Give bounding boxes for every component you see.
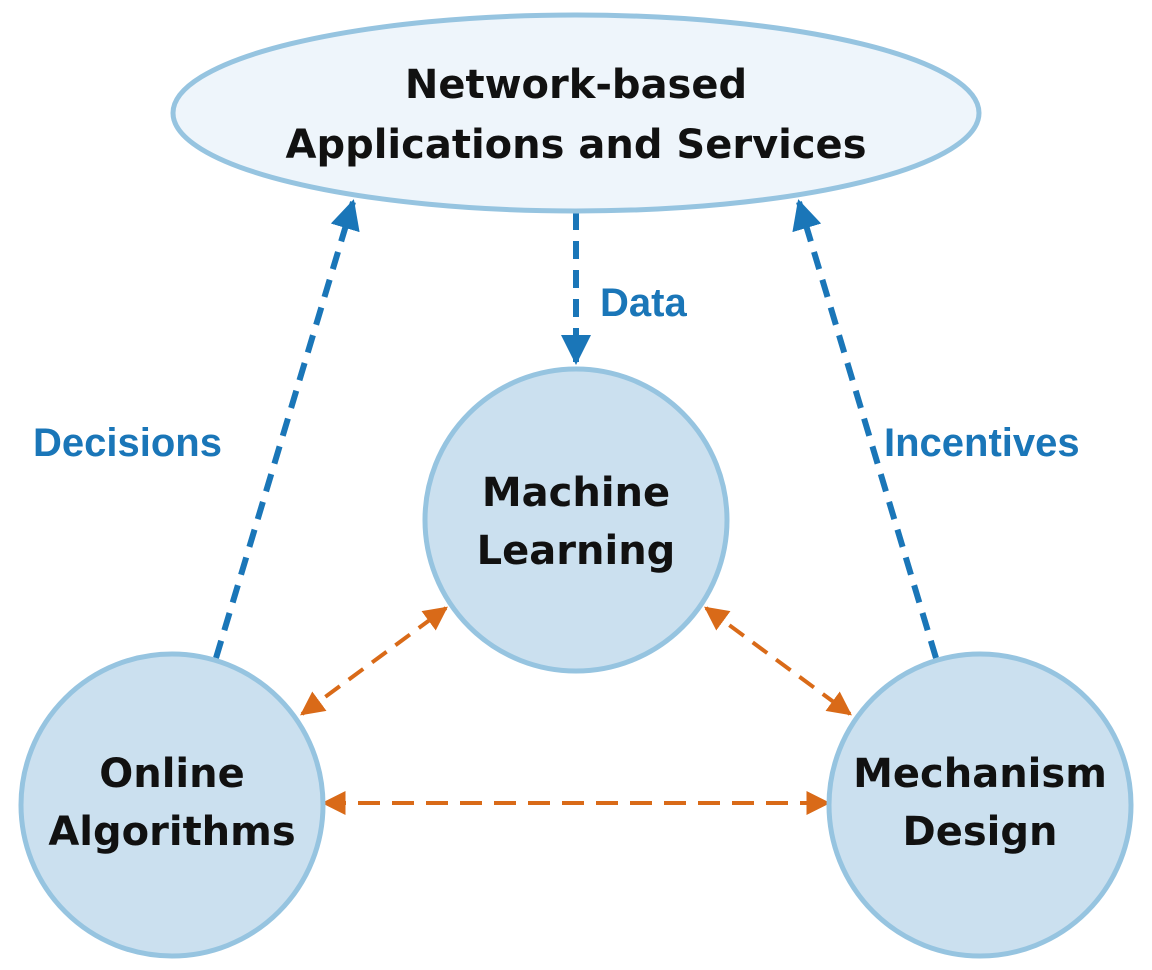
node-online-algorithms-line2: Algorithms <box>48 809 295 855</box>
arrow-decisions <box>213 199 360 659</box>
node-network-applications-shape <box>170 12 982 214</box>
arrow-oa-ml <box>300 606 448 716</box>
node-machine-learning-shape <box>422 366 730 674</box>
edge-label-incentives: Incentives <box>884 421 1080 465</box>
edge-label-data: Data <box>600 281 687 325</box>
arrow-ml-md <box>704 606 852 716</box>
node-machine-learning-line1: Machine <box>482 470 670 516</box>
node-mechanism-design-line1: Mechanism <box>853 751 1107 797</box>
arrow-incentives <box>792 199 939 659</box>
node-machine-learning: Machine Learning <box>422 366 730 674</box>
node-online-algorithms: Online Algorithms <box>18 651 326 959</box>
node-machine-learning-line2: Learning <box>477 528 676 574</box>
edge-label-decisions: Decisions <box>33 421 222 465</box>
node-online-algorithms-shape <box>18 651 326 959</box>
node-mechanism-design-line2: Design <box>903 809 1058 855</box>
node-mechanism-design-shape <box>826 651 1134 959</box>
node-mechanism-design: Mechanism Design <box>826 651 1134 959</box>
node-network-applications-line2: Applications and Services <box>286 122 867 168</box>
node-online-algorithms-line1: Online <box>99 751 245 797</box>
node-network-applications-line1: Network-based <box>405 62 747 108</box>
node-network-applications: Network-based Applications and Services <box>170 12 982 214</box>
